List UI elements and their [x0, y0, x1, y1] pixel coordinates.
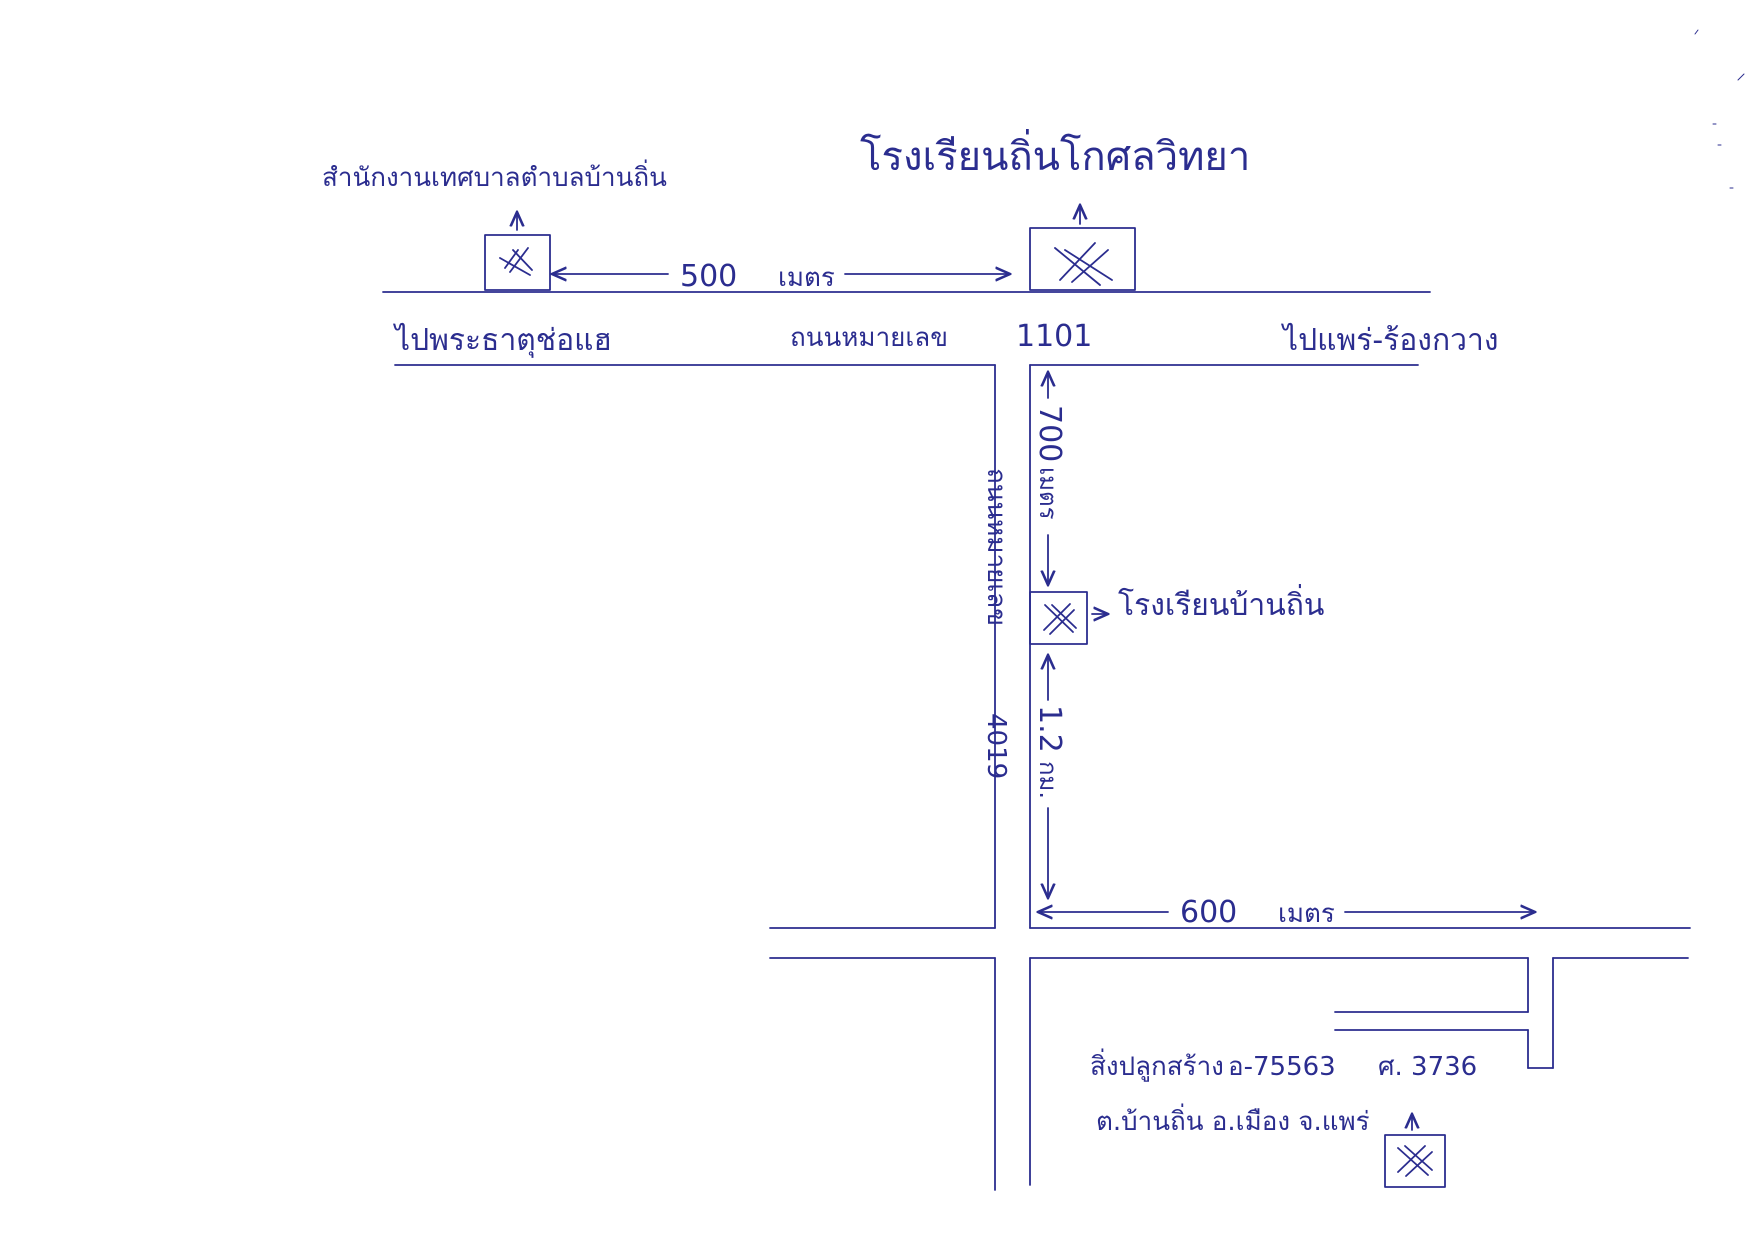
road-4019-number: 4019: [981, 713, 1011, 779]
dimension-1-2km: 1.2 กม.: [1032, 655, 1067, 898]
dimension-500m: 500 เมตร: [552, 259, 1010, 294]
dist-500-unit: เมตร: [778, 263, 835, 293]
dimension-700m: 700 เมตร: [1032, 372, 1067, 585]
site-marker-icon: [1384, 1114, 1446, 1188]
dist-1-2-unit: กม.: [1034, 761, 1062, 799]
to-west-label: ไปพระธาตุช่อแฮ: [393, 322, 612, 359]
school-mid-marker-icon: [1029, 591, 1108, 645]
dist-700-value: 700: [1032, 405, 1067, 462]
site-survey-label: ศ. 3736: [1378, 1052, 1477, 1082]
dist-700-unit: เมตร: [1034, 467, 1062, 520]
paper-specks: [1694, 29, 1745, 189]
school-mid-label: โรงเรียนบ้านถิ่น: [1118, 584, 1324, 623]
site-type-label: สิ่งปลูกสร้าง: [1090, 1048, 1224, 1082]
site-access-road: [1334, 957, 1554, 1069]
cross-road: [769, 927, 1691, 1191]
office-label: สำนักงานเทศบาลตำบลบ้านถิ่น: [322, 159, 667, 193]
road-4019-label: ถนนหมายเลข: [981, 468, 1011, 626]
school-top-label: โรงเรียนถิ่นโกศลวิทยา: [860, 129, 1250, 180]
dist-500-value: 500: [680, 259, 737, 294]
school-top-marker-icon: [1029, 205, 1136, 291]
dist-1-2-value: 1.2: [1032, 705, 1067, 753]
road-1101-number: 1101: [1016, 319, 1092, 354]
to-east-label: ไปแพร่-ร้องกวาง: [1281, 322, 1498, 358]
office-marker-icon: [484, 212, 551, 291]
road-4019: [994, 364, 1031, 929]
dist-600-unit: เมตร: [1278, 899, 1335, 929]
road-4019-label-group: ถนนหมายเลข 4019: [981, 468, 1011, 779]
road-1101: [382, 291, 1431, 366]
site-id-label: อ-75563: [1228, 1052, 1336, 1082]
road-1101-label: ถนนหมายเลข: [790, 323, 948, 353]
dimension-600m: 600 เมตร: [1038, 895, 1535, 930]
site-address-label: ต.บ้านถิ่น อ.เมือง จ.แพร่: [1096, 1103, 1370, 1137]
dist-600-value: 600: [1180, 895, 1237, 930]
